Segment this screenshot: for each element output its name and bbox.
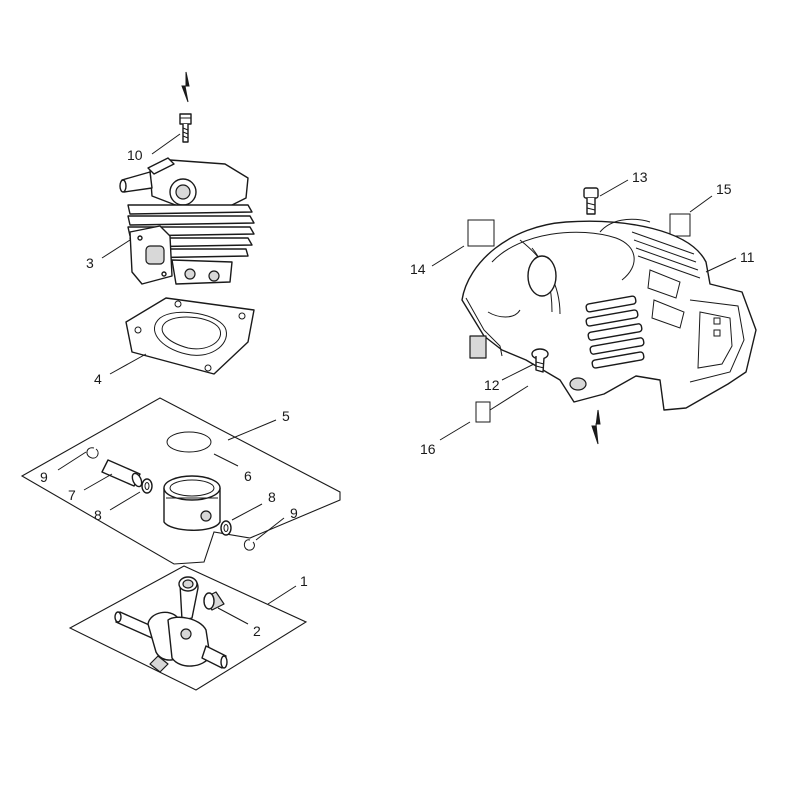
circlip-right-part (243, 539, 255, 551)
callout-2: 2 (253, 623, 261, 639)
cylinder-part (119, 157, 255, 285)
thrust-washer-right-part (220, 520, 232, 536)
callout-labels: 10 3 4 5 6 9 7 8 8 9 1 2 13 15 11 14 12 … (40, 147, 755, 639)
cylinder-bolt-part (179, 113, 192, 143)
leader-lines (57, 133, 737, 625)
piston-kit-frame (20, 397, 341, 565)
callout-9-right: 9 (290, 505, 298, 521)
callout-13: 13 (632, 169, 648, 185)
callout-3: 3 (86, 255, 94, 271)
label-right-part (669, 213, 691, 237)
callout-15: 15 (716, 181, 732, 197)
lightning-arrow-icon (181, 71, 190, 103)
base-gasket-part (125, 297, 255, 375)
piston-pin-part (101, 459, 143, 488)
callout-14: 14 (410, 261, 426, 277)
needle-bearing-part (203, 591, 225, 611)
callout-16: 16 (420, 441, 436, 457)
callout-4: 4 (94, 371, 102, 387)
piston-part (163, 475, 221, 531)
cylinder-cover-part (461, 218, 757, 411)
circlip-left-part (86, 447, 99, 459)
callout-12: 12 (484, 377, 500, 393)
callout-8-right: 8 (268, 489, 276, 505)
callout-9-left: 9 (40, 469, 48, 485)
cover-bolt-top-part (583, 187, 599, 215)
label-left-part (467, 219, 495, 247)
crankshaft-part (114, 576, 228, 673)
thrust-washer-left-part (141, 478, 153, 494)
callout-5: 5 (282, 408, 290, 424)
piston-ring-part (166, 431, 212, 453)
lightning-arrow-icon (591, 409, 601, 445)
callout-11: 11 (740, 249, 755, 265)
callout-7: 7 (68, 487, 76, 503)
callout-8-left: 8 (94, 507, 102, 523)
callout-10: 10 (127, 147, 143, 163)
callout-6: 6 (244, 468, 252, 484)
cover-screw-part (531, 348, 549, 373)
callout-1: 1 (300, 573, 308, 589)
label-bottom-part (475, 401, 491, 423)
crankshaft-kit-frame (68, 565, 308, 691)
